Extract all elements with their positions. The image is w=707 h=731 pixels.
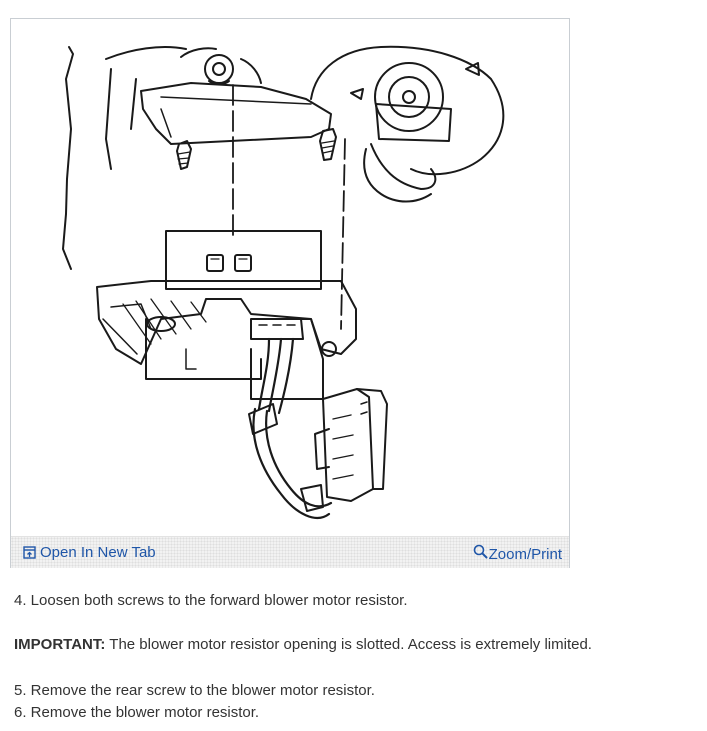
open-in-new-tab-link[interactable]: Open In New Tab <box>23 544 156 564</box>
blower-motor-housing <box>310 45 505 176</box>
blower-motor-hub <box>374 62 444 132</box>
left-screw <box>176 140 192 170</box>
right-screw <box>319 128 337 161</box>
alignment-line-right <box>340 138 346 330</box>
open-in-new-tab-label: Open In New Tab <box>40 544 156 561</box>
open-new-tab-icon <box>23 546 36 564</box>
important-note: IMPORTANT: The blower motor resistor ope… <box>14 634 694 656</box>
zoom-print-label: Zoom/Print <box>488 546 562 563</box>
important-label: IMPORTANT: <box>14 636 106 653</box>
housing-outline-left <box>62 46 74 270</box>
zoom-print-link[interactable]: Zoom/Print <box>473 544 562 564</box>
resistor-flange <box>96 280 357 365</box>
blower-motor-resistor-diagram <box>11 19 569 534</box>
step-6: 6. Remove the blower motor resistor. <box>14 704 260 721</box>
instruction-text: 4. Loosen both screws to the forward blo… <box>14 590 694 724</box>
figure-panel: Open In New Tab Zoom/Print <box>10 18 570 568</box>
important-text: The blower motor resistor opening is slo… <box>105 636 592 653</box>
harness-connector <box>322 388 374 502</box>
figure-toolbar: Open In New Tab Zoom/Print <box>11 536 569 568</box>
top-bolt <box>204 54 234 84</box>
resistor-body-top <box>165 230 322 290</box>
magnifier-icon <box>473 544 488 564</box>
resistor-lower-housing <box>145 318 262 380</box>
step-4: 4. Loosen both screws to the forward blo… <box>14 592 408 609</box>
step-5: 5. Remove the rear screw to the blower m… <box>14 682 375 699</box>
wire-1 <box>257 337 271 411</box>
